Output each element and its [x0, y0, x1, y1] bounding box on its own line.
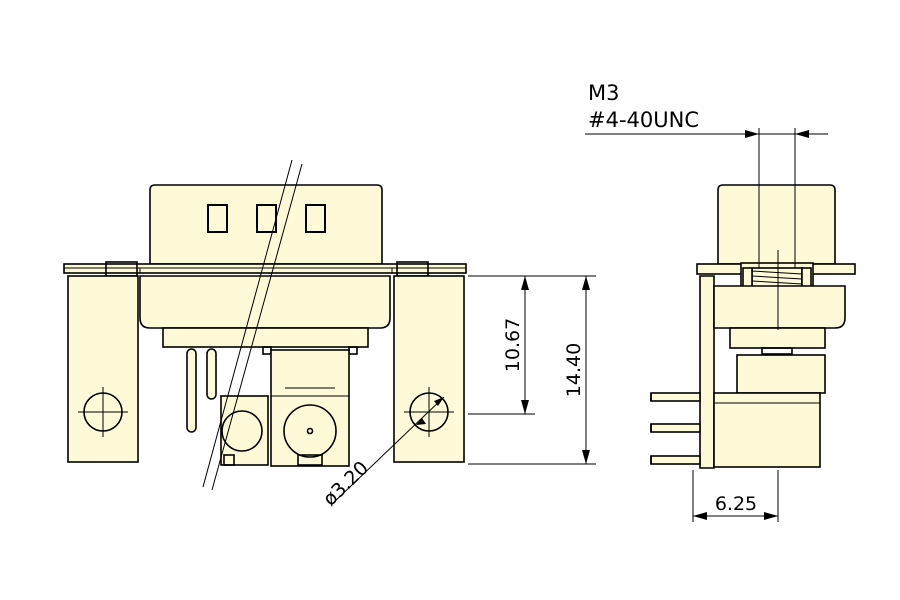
dim-leader-hole — [330, 396, 445, 506]
side-bracket — [699, 275, 715, 469]
front-window-3 — [305, 204, 326, 233]
side-insulator — [729, 327, 826, 349]
break-line-2 — [211, 163, 303, 491]
dim-label-10-67: 10.67 — [502, 318, 524, 372]
front-coax-2-housing — [270, 349, 350, 467]
side-lower-housing — [736, 354, 826, 394]
front-pin-2 — [206, 348, 217, 400]
thread-label-imperial: #4-40UNC — [588, 108, 699, 132]
front-coax-2-center — [306, 427, 314, 435]
front-shell — [149, 184, 383, 265]
side-body — [713, 285, 846, 329]
side-view — [650, 184, 856, 469]
dim-label-14-40: 14.40 — [563, 343, 585, 397]
side-pin-2 — [650, 423, 701, 433]
break-line-1 — [202, 159, 293, 488]
front-pin-1 — [186, 348, 197, 433]
side-rear-housing — [713, 392, 821, 468]
side-shell — [717, 184, 836, 265]
dim-label-6-25: 6.25 — [715, 493, 757, 515]
front-body — [139, 275, 391, 329]
side-pin-3 — [650, 455, 701, 465]
front-coax-2-ring — [283, 404, 337, 458]
front-window-1 — [207, 204, 228, 233]
side-pin-1 — [650, 392, 701, 402]
side-dimensions: M3 #4-40UNC 6.25 — [585, 81, 828, 522]
front-view — [63, 159, 467, 491]
thread-label-metric: M3 — [588, 81, 619, 105]
front-insulator — [162, 327, 369, 348]
